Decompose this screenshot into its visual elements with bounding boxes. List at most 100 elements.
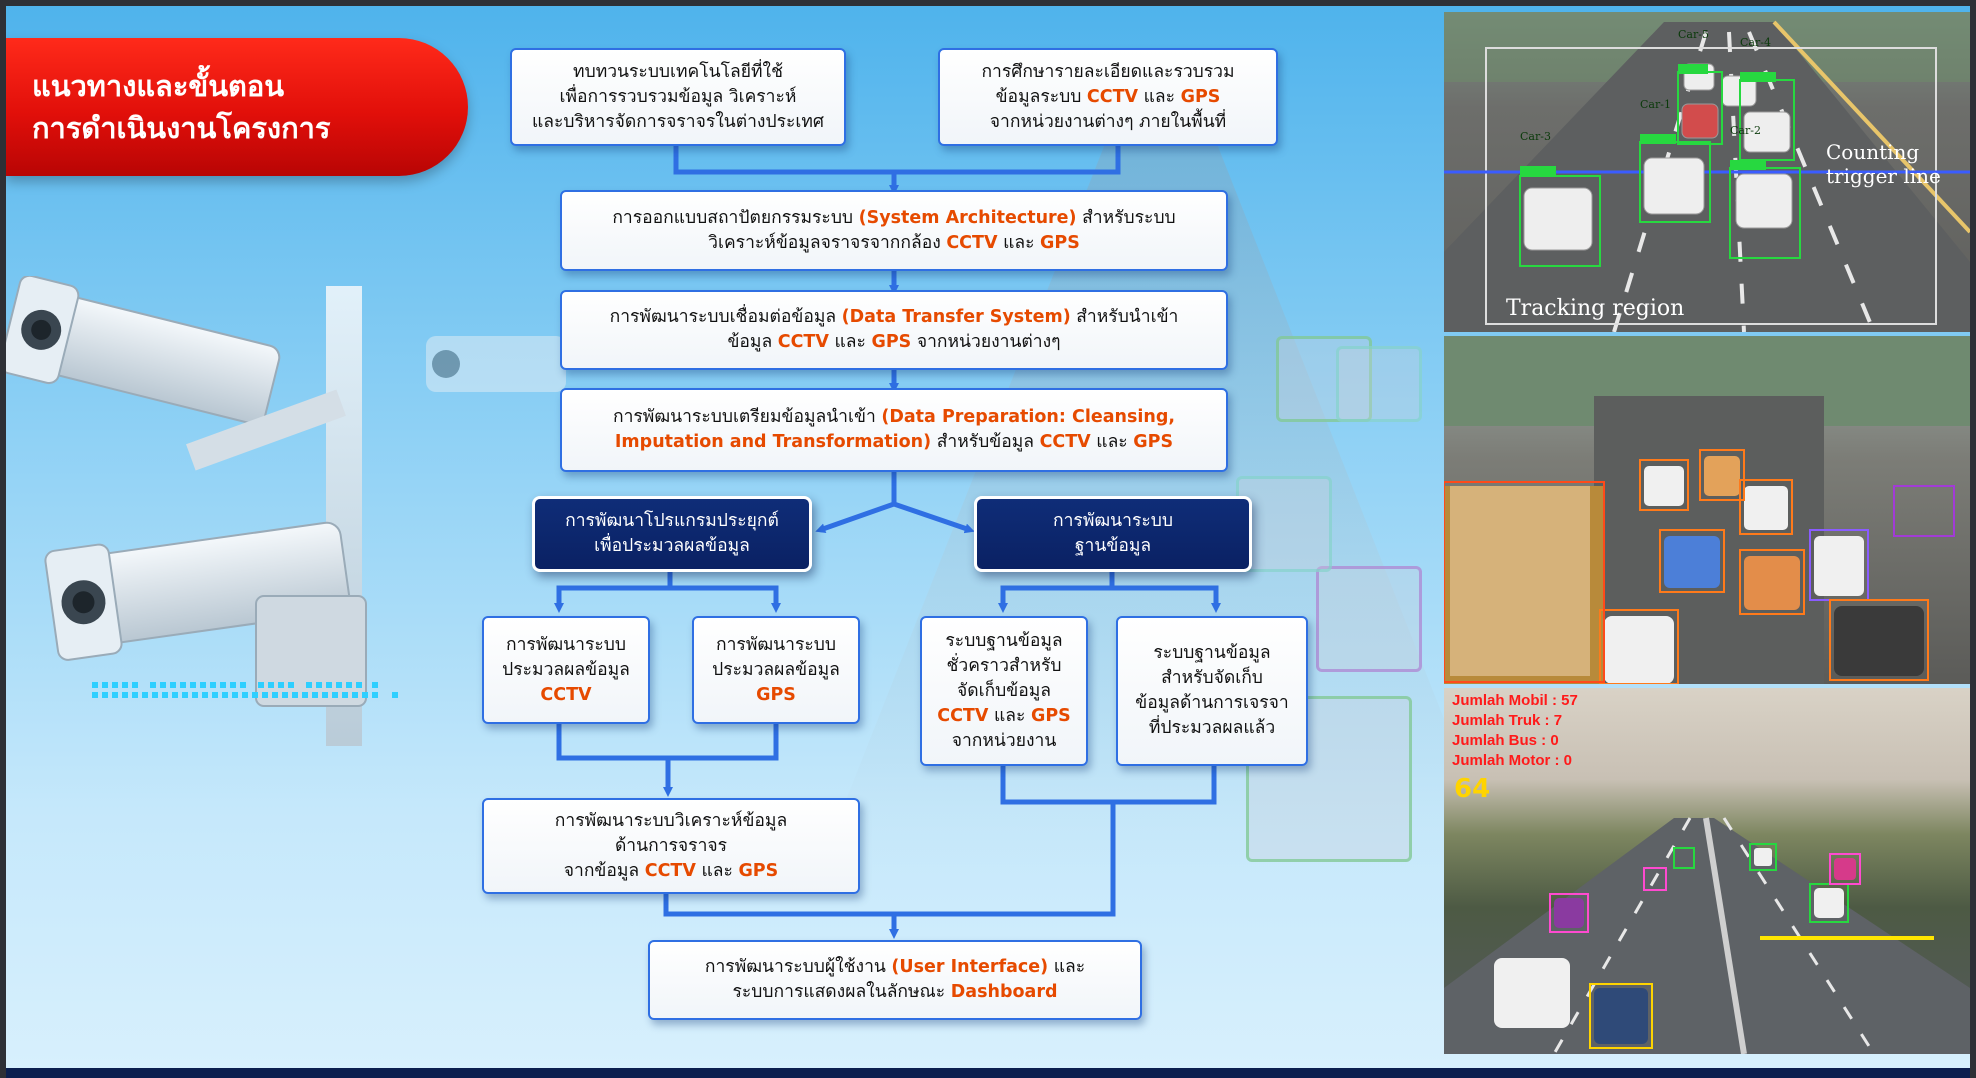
text-part: การพัฒนาระบบเตรียมข้อมูลนำเข้า — [612, 407, 882, 427]
highlight-data-preparation: (Data Preparation: Cleansing, — [881, 407, 1176, 427]
box-text: จัดเก็บข้อมูล — [956, 680, 1052, 701]
text-part: และ — [997, 232, 1041, 253]
box-text: ระบบฐานข้อมูล — [1153, 643, 1271, 663]
slide: แนวทางและขั้นตอน การดำเนินงานโครงการ — [6, 6, 1970, 1078]
highlight-cctv: CCTV — [540, 684, 592, 705]
flow-box-processed-database: ระบบฐานข้อมูล สำหรับจัดเก็บ ข้อมูลด้านกา… — [1116, 616, 1308, 766]
background-car-box — [1336, 346, 1422, 422]
box-text: เพื่อประมวลผลข้อมูล — [594, 536, 750, 556]
text-part: สำหรับระบบ — [1076, 207, 1176, 228]
highlight-gps: GPS — [1133, 432, 1174, 452]
title-line-2: การดำเนินงานโครงการ — [32, 111, 331, 145]
highlight-dashboard: Dashboard — [950, 982, 1058, 1002]
box-text: จากหน่วยงาน — [951, 730, 1057, 751]
highlight-gps: GPS — [871, 332, 912, 352]
bottom-bar — [6, 1068, 1970, 1078]
flow-box-temporary-database: ระบบฐานข้อมูล ชั่วคราวสำหรับ จัดเก็บข้อม… — [920, 616, 1088, 766]
box-text: CCTV และ GPS — [937, 704, 1071, 729]
highlight-gps: GPS — [1030, 705, 1071, 726]
text-part: และ — [1048, 957, 1086, 977]
text-part: จากหน่วยงานต่างๆ — [911, 332, 1061, 352]
flow-box-user-interface: การพัฒนาระบบผู้ใช้งาน (User Interface) แ… — [648, 940, 1142, 1020]
stat-cars: Jumlah Mobil : 57 — [1452, 692, 1578, 709]
highlight-cctv: CCTV — [1086, 86, 1139, 107]
highway-scene — [1444, 817, 1970, 1054]
background-car-box — [1316, 566, 1422, 672]
decorative-dots — [92, 682, 398, 698]
title-banner: แนวทางและขั้นตอน การดำเนินงานโครงการ — [6, 38, 468, 176]
box-text: การพัฒนาระบบวิเคราะห์ข้อมูล — [554, 810, 788, 831]
highlight-cctv: CCTV — [937, 705, 989, 726]
text-part: การพัฒนาระบบเชื่อมต่อข้อมูล — [609, 307, 842, 327]
text-part: สำหรับนำเข้า — [1070, 307, 1179, 327]
highlight-cctv: CCTV — [1039, 432, 1091, 452]
car-label: Car-5 — [1678, 28, 1709, 41]
box-text: ที่ประมวลผลแล้ว — [1148, 718, 1276, 738]
box-text: ฐานข้อมูล — [1074, 536, 1152, 556]
background-car-box — [1236, 476, 1332, 572]
box-text: ข้อมูลระบบ CCTV และ GPS — [996, 85, 1221, 110]
box-text: ประมวลผลข้อมูล — [712, 659, 840, 680]
flow-box-system-architecture: การออกแบบสถาปัตยกรรมระบบ (System Archite… — [560, 190, 1228, 271]
flow-box-process-gps: การพัฒนาระบบ ประมวลผลข้อมูล GPS — [692, 616, 860, 724]
stat-motorcycles: Jumlah Motor : 0 — [1452, 752, 1573, 769]
car-label: Car-3 — [1520, 130, 1551, 143]
box-text: การพัฒนาระบบเตรียมข้อมูลนำเข้า (Data Pre… — [613, 405, 1175, 430]
text-part: และ — [828, 332, 872, 352]
box-text: การพัฒนาระบบ — [506, 634, 626, 655]
box-text: ประมวลผลข้อมูล — [502, 659, 630, 680]
box-text: การพัฒนาโปรแกรมประยุกต์ — [565, 511, 779, 531]
box-text: จากหน่วยงานต่างๆ ภายในพื้นที่ — [989, 111, 1227, 132]
box-text: การศึกษารายละเอียดและรวบรวม — [981, 61, 1235, 82]
box-text: Imputation and Transformation) สำหรับข้อ… — [615, 430, 1173, 455]
text-part: และ — [695, 860, 739, 881]
box-text: จากข้อมูล CCTV และ GPS — [564, 859, 778, 884]
frame-counter: 64 — [1454, 774, 1491, 804]
box-text: วิเคราะห์ข้อมูลจราจรจากกล้อง CCTV และ GP… — [708, 231, 1080, 256]
photo-traffic-detection — [1444, 336, 1970, 684]
photo-vehicle-tracking: Car-3 Car-1 Car-2 Car-4 Car-5 Counting t… — [1444, 12, 1970, 332]
text-part: ข้อมูล — [727, 332, 778, 352]
text-part: และ — [1090, 432, 1134, 452]
box-text: และบริหารจัดการจราจรในต่างประเทศ — [531, 111, 825, 132]
highlight-gps: GPS — [738, 860, 779, 881]
highlight-cctv: CCTV — [777, 332, 829, 352]
box-text: ชั่วคราวสำหรับ — [946, 655, 1062, 676]
box-text: ระบบการแสดงผลในลักษณะ Dashboard — [733, 980, 1058, 1005]
flow-box-data-transfer: การพัฒนาระบบเชื่อมต่อข้อมูล (Data Transf… — [560, 290, 1228, 370]
box-text: การพัฒนาระบบเชื่อมต่อข้อมูล (Data Transf… — [610, 305, 1179, 330]
text-part: วิเคราะห์ข้อมูลจราจรจากกล้อง — [708, 232, 947, 253]
highlight-system-architecture: (System Architecture) — [858, 207, 1077, 228]
background-car-box — [1246, 696, 1412, 862]
counting-trigger-label: Counting trigger line — [1826, 140, 1941, 188]
highlight-data-transfer: (Data Transfer System) — [841, 307, 1071, 327]
box-text: สำหรับจัดเก็บ — [1161, 668, 1263, 688]
text-part: การพัฒนาระบบผู้ใช้งาน — [704, 957, 892, 977]
box-text: ระบบฐานข้อมูล — [945, 630, 1063, 651]
flow-box-database-system: การพัฒนาระบบ ฐานข้อมูล — [974, 496, 1252, 572]
flow-box-review-technology: ทบทวนระบบเทคโนโลยีที่ใช้ เพื่อการรวบรวมข… — [510, 48, 846, 146]
text-part: การออกแบบสถาปัตยกรรมระบบ — [612, 207, 859, 228]
text-part: สำหรับข้อมูล — [931, 432, 1040, 452]
box-text: ข้อมูล CCTV และ GPS จากหน่วยงานต่างๆ — [727, 330, 1060, 355]
tracking-region-label: Tracking region — [1506, 296, 1685, 321]
highlight-gps: GPS — [756, 684, 796, 705]
detection-scene — [1444, 336, 1970, 684]
flow-box-data-preparation: การพัฒนาระบบเตรียมข้อมูลนำเข้า (Data Pre… — [560, 388, 1228, 472]
highlight-cctv: CCTV — [644, 860, 696, 881]
highlight-gps: GPS — [1180, 86, 1221, 107]
title-line-1: แนวทางและขั้นตอน — [32, 69, 285, 103]
car-label: Car-1 — [1640, 98, 1671, 111]
text-part: ระบบการแสดงผลในลักษณะ — [732, 982, 951, 1002]
flow-box-study-data: การศึกษารายละเอียดและรวบรวม ข้อมูลระบบ C… — [938, 48, 1278, 146]
text-part: จากข้อมูล — [563, 860, 645, 881]
highlight-imputation: Imputation and Transformation) — [614, 432, 932, 452]
highlight-gps: GPS — [1040, 232, 1080, 253]
car-label: Car-2 — [1730, 124, 1761, 137]
photo-highway-counting: Jumlah Mobil : 57 Jumlah Truk : 7 Jumlah… — [1444, 688, 1970, 1054]
box-text: การพัฒนาระบบผู้ใช้งาน (User Interface) แ… — [705, 955, 1085, 980]
stat-buses: Jumlah Bus : 0 — [1452, 732, 1559, 749]
box-text: การพัฒนาระบบ — [716, 634, 836, 655]
tracking-scene — [1444, 12, 1970, 332]
highlight-user-interface: (User Interface) — [891, 957, 1049, 977]
